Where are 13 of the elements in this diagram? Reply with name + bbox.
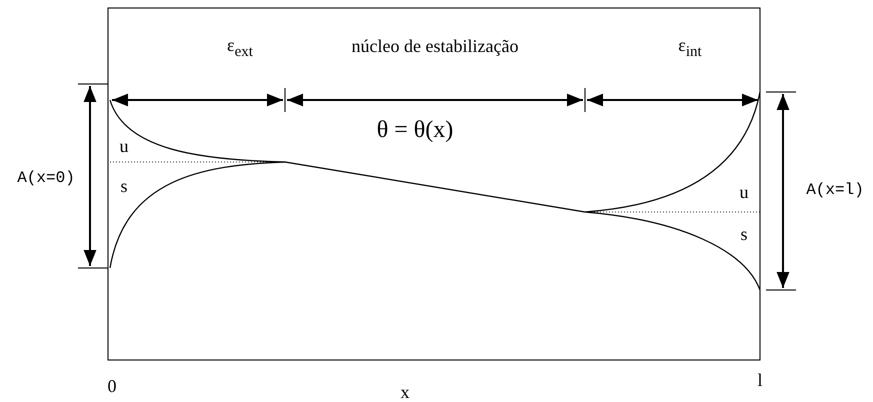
curve-label: u — [120, 137, 128, 155]
curve-label: s — [740, 225, 748, 243]
curve-label: s — [120, 177, 128, 195]
amplitude-label: A(x=0) — [17, 170, 75, 186]
axis-tick-label: 0 — [108, 377, 116, 395]
amplitude-label: A(x=l) — [806, 182, 864, 198]
region-label: núcleo de estabilização — [352, 37, 518, 55]
epsilon-label: ε$_{int}$ — [678, 36, 702, 60]
curve-label: u — [740, 183, 748, 201]
epsilon-label: ε$_{ext}$ — [227, 36, 253, 60]
axis-tick-label: l — [758, 371, 762, 389]
equation-label: θ = θ(x) — [376, 118, 454, 142]
axis-label: x — [400, 383, 410, 401]
